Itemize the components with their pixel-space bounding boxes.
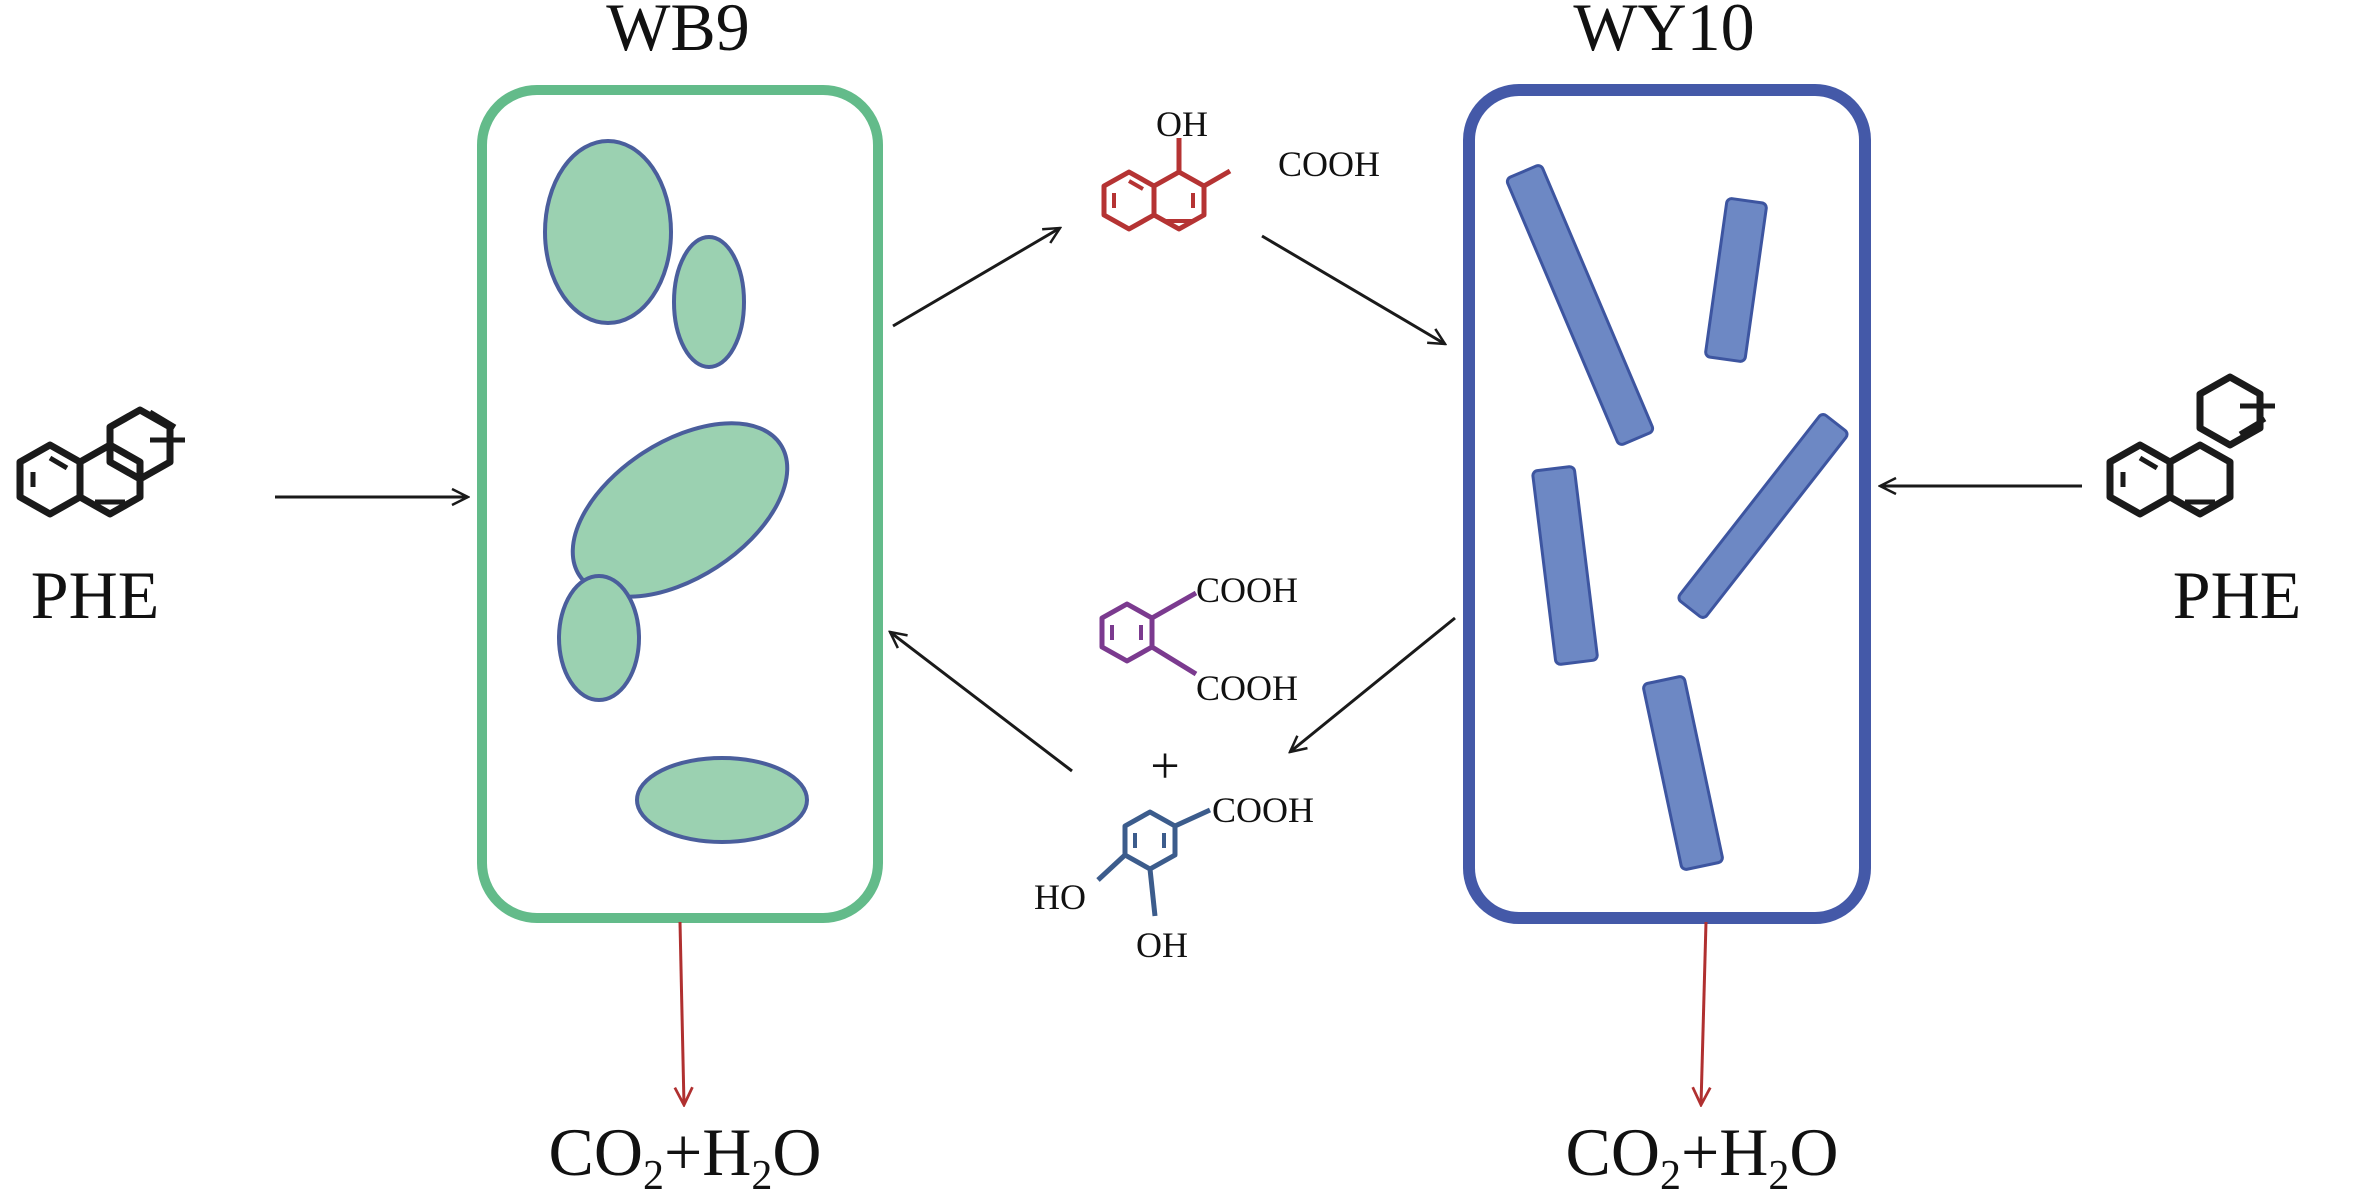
hydroxynaphthoic-cooh-label: COOH	[1278, 144, 1380, 184]
product-label-left: CO2+H2O	[548, 1114, 821, 1199]
wy10-rod-cell	[1704, 197, 1768, 363]
arrow-hydroxynaphthoic-to-wy10	[1261, 234, 1445, 344]
arrow-wy10-mineralization	[1701, 921, 1706, 1105]
wb9-cell	[635, 756, 809, 844]
wy10-rod-cell	[1677, 413, 1849, 619]
plus-sign: +	[1150, 738, 1179, 795]
wb9-cell	[543, 139, 673, 325]
wy10-rod-cell	[1531, 465, 1599, 666]
strain-label-wy10: WY10	[1573, 0, 1754, 65]
wb9-cell	[570, 421, 790, 599]
wy10-rod-cell	[1642, 675, 1724, 871]
arrow-wb9-mineralization	[680, 921, 684, 1105]
wb9-cell	[557, 574, 641, 702]
wy10-rod-cell	[1505, 164, 1655, 446]
protocatechuic-acid-structure	[1096, 807, 1212, 917]
wb9-cell	[672, 235, 746, 369]
phenanthrene-structure-left	[16, 406, 185, 518]
hydroxynaphthoic-oh-label: OH	[1156, 104, 1208, 144]
product-label-right: CO2+H2O	[1565, 1114, 1838, 1199]
substrate-label-right: PHE	[2173, 557, 2301, 633]
arrow-wb9-to-hydroxynaphthoic	[892, 228, 1060, 328]
wb9-cell-box	[477, 85, 883, 923]
strain-label-wb9: WB9	[606, 0, 750, 65]
phthalic-cooh-bottom-label: COOH	[1196, 668, 1298, 708]
hydroxynaphthoic-acid-structure	[1101, 138, 1232, 232]
substrate-label-left: PHE	[31, 557, 159, 633]
protocatechuic-oh-label: OH	[1136, 925, 1188, 965]
protocatechuic-ho-label: HO	[1034, 877, 1086, 917]
phthalic-cooh-top-label: COOH	[1196, 570, 1298, 610]
phthalic-acid-structure	[1099, 590, 1198, 677]
phenanthrene-structure-right	[2106, 373, 2275, 518]
protocatechuic-cooh-label: COOH	[1212, 790, 1314, 830]
arrow-wy10-to-acids	[1290, 616, 1456, 752]
wy10-cell-box	[1463, 84, 1871, 924]
arrow-acids-to-wb9	[890, 632, 1073, 773]
